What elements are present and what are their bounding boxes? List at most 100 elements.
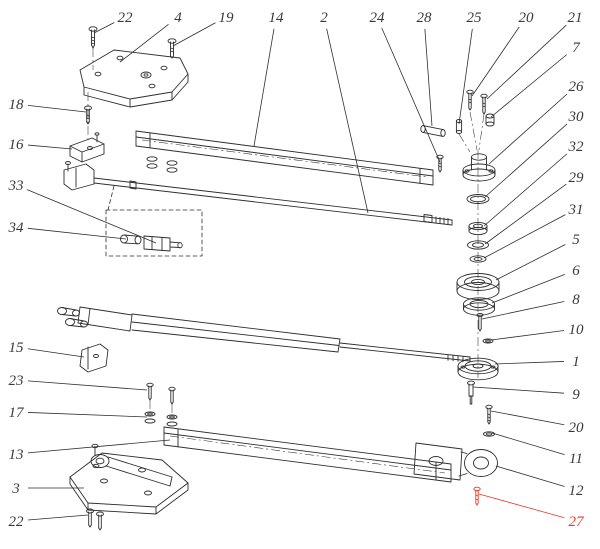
callout-label-22-35: 22 [9, 514, 25, 530]
part-screw-24 [436, 154, 444, 173]
part-pin-9 [467, 380, 475, 405]
part-pin-18 [84, 105, 92, 125]
callout-leader-27-25 [478, 493, 565, 519]
callout-leader-23-31 [27, 380, 148, 391]
callout-leader-26-11 [488, 93, 568, 165]
part-washer-29 [467, 240, 489, 250]
callout-leader-18-26 [27, 104, 87, 113]
detail-box-outline [105, 185, 203, 257]
callout-leader-22-35 [27, 514, 89, 521]
callout-leader-7-10 [490, 54, 567, 118]
part-screw-27 [473, 486, 481, 506]
callout-label-5-16: 5 [572, 232, 580, 248]
callout-label-31-15: 31 [568, 202, 584, 218]
callout-label-27-25: 27 [569, 514, 586, 530]
callout-leader-30-12 [484, 123, 568, 198]
callout-label-28-6: 28 [417, 10, 433, 26]
part-flange-1 [457, 357, 499, 381]
part-screw-20-bottom [485, 404, 493, 425]
part-washer-32 [468, 221, 488, 236]
callout-label-8-18: 8 [572, 292, 580, 308]
callout-label-20-8: 20 [519, 10, 535, 26]
part-ring-6 [463, 297, 495, 316]
callout-label-18-26: 18 [9, 97, 25, 113]
part-pin-28 [420, 125, 446, 137]
callout-leader-31-15 [483, 214, 566, 259]
callout-label-30-12: 30 [568, 109, 585, 125]
part-bushing-7 [485, 113, 495, 127]
callout-leader-34-29 [27, 227, 127, 240]
callout-label-13-33: 13 [9, 447, 24, 463]
part-arm-middle [57, 306, 471, 363]
callout-label-26-11: 26 [569, 79, 585, 95]
callout-leader-13-33 [27, 439, 171, 454]
callout-leader-32-13 [483, 153, 568, 227]
callout-label-16-27: 16 [9, 137, 25, 153]
callout-leader-28-6 [424, 28, 433, 127]
callout-leader-25-7 [458, 28, 473, 125]
callout-leader-14-3 [253, 28, 275, 147]
callout-label-9-21: 9 [572, 387, 580, 403]
part-rod-2 [63, 161, 453, 226]
parts-layer [57, 26, 500, 531]
part-screw-21 [480, 93, 488, 115]
callout-label-14-3: 14 [269, 10, 285, 26]
callout-label-11-23: 11 [569, 451, 583, 467]
callout-label-2-4: 2 [320, 10, 328, 26]
part-washers-17 [144, 411, 178, 427]
callout-leader-16-27 [27, 144, 73, 150]
callout-label-32-13: 32 [568, 139, 585, 155]
callout-leader-1-20 [494, 361, 565, 365]
callout-leader-29-14 [484, 183, 567, 245]
callout-label-33-28: 33 [8, 178, 24, 194]
callout-label-10-19: 10 [569, 322, 585, 338]
part-cap-26 [462, 153, 496, 182]
callout-leader-20-8 [471, 26, 520, 97]
callout-leader-17-32 [27, 412, 148, 418]
callout-label-15-30: 15 [9, 340, 25, 356]
part-screws-22-bottom [86, 508, 104, 531]
callout-label-34-29: 34 [8, 220, 25, 236]
part-bracket-15 [79, 343, 109, 373]
callout-label-25-7: 25 [467, 10, 483, 26]
part-block-33 [143, 235, 183, 252]
axis-lines [87, 48, 485, 474]
callout-label-3-34: 3 [11, 481, 20, 497]
part-cover-plate-4 [79, 49, 189, 108]
part-bracket-12 [413, 442, 498, 481]
callout-leader-19-2 [172, 22, 216, 47]
callout-leader-11-23 [491, 432, 565, 455]
part-screws-23 [146, 382, 176, 405]
callout-label-6-17: 6 [572, 263, 580, 279]
part-pin-8 [476, 312, 484, 332]
part-bar-14 [135, 130, 434, 186]
callout-label-21-9: 21 [568, 10, 583, 26]
callout-leader-8-18 [481, 301, 565, 320]
callout-leader-24-5 [381, 27, 441, 163]
callout-leader-4-1 [119, 24, 169, 63]
part-screw-20-top [466, 89, 474, 111]
callout-label-19-2: 19 [219, 10, 235, 26]
callout-label-20-22: 20 [569, 420, 585, 436]
part-washer-11 [483, 431, 495, 437]
part-bushing-34 [120, 234, 142, 245]
callout-leader-10-19 [490, 330, 565, 341]
callout-label-24-5: 24 [370, 10, 386, 26]
callout-label-23-31: 23 [9, 373, 24, 389]
part-clamp-16 [69, 132, 105, 163]
callout-leader-2-4 [326, 28, 369, 214]
callout-leader-5-16 [495, 244, 566, 281]
callout-label-17-32: 17 [9, 405, 26, 421]
part-bearing-5 [456, 273, 500, 300]
callout-leader-33-28 [26, 189, 157, 244]
part-base-plate-3 [69, 443, 189, 515]
callout-label-12-24: 12 [569, 483, 585, 499]
part-washer-31 [469, 255, 487, 263]
callout-leader-22-0 [93, 22, 115, 34]
callout-label-22-0: 22 [118, 10, 134, 26]
callout-leader-9-21 [472, 386, 565, 394]
callout-label-1-20: 1 [572, 354, 580, 370]
